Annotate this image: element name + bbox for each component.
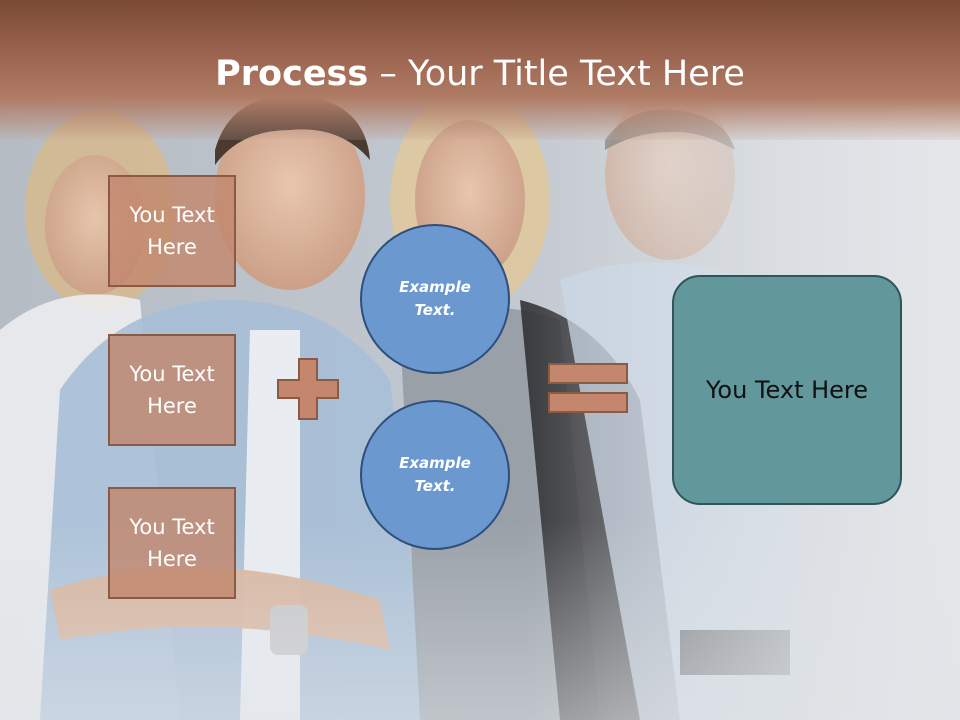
input-box-1[interactable]: You Text Here: [108, 175, 236, 287]
result-box[interactable]: You Text Here: [672, 275, 902, 505]
input-box-2[interactable]: You Text Here: [108, 334, 236, 446]
result-box-text: You Text Here: [705, 376, 869, 404]
input-box-3-text: You Text Here: [129, 515, 215, 571]
plus-icon: [277, 358, 339, 420]
input-box-2-text: You Text Here: [129, 362, 215, 418]
equals-icon-bottom-bar: [548, 392, 628, 413]
title-banner: [0, 0, 960, 140]
slide-title: Process – Your Title Text Here: [0, 54, 960, 94]
input-box-3[interactable]: You Text Here: [108, 487, 236, 599]
slide-title-bold: Process: [215, 54, 369, 94]
example-circle-2[interactable]: Example Text.: [360, 400, 510, 550]
equals-icon-top-bar: [548, 363, 628, 384]
input-box-1-text: You Text Here: [129, 203, 215, 259]
example-circle-2-text: Example Text.: [399, 454, 471, 495]
example-circle-1[interactable]: Example Text.: [360, 224, 510, 374]
slide-title-rest: – Your Title Text Here: [368, 54, 745, 94]
example-circle-1-text: Example Text.: [399, 278, 471, 319]
